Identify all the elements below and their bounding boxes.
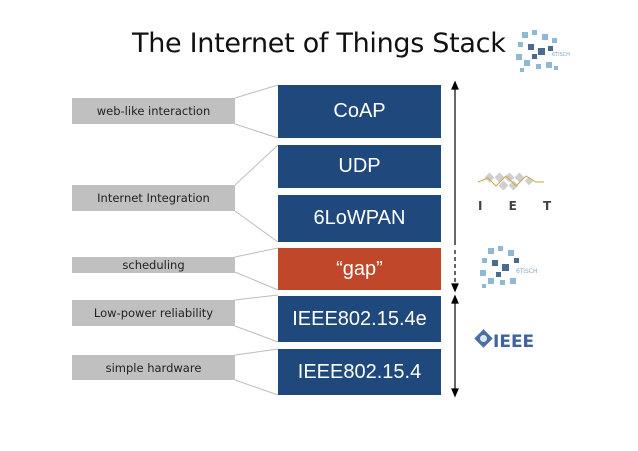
6tisch-logo-icon: 6TiSCH: [516, 30, 570, 72]
ietf-logo-icon: I E T F: [477, 172, 552, 213]
layer-ieee802154: IEEE802.15.4: [278, 349, 441, 395]
label-web-like-interaction: web-like interaction: [72, 98, 235, 124]
layer-ieee802154e: IEEE802.15.4e: [278, 296, 441, 342]
layer-coap: CoAP: [278, 85, 441, 138]
label-low-power-reliability: Low-power reliability: [72, 300, 235, 326]
svg-text:IEEE: IEEE: [493, 332, 534, 352]
label-simple-hardware: simple hardware: [72, 355, 235, 380]
svg-text:6TiSCH: 6TiSCH: [552, 52, 570, 58]
svg-text:I E T F: I E T F: [478, 199, 552, 213]
layer-gap: “gap”: [278, 248, 441, 290]
label-scheduling: scheduling: [72, 257, 235, 273]
page-title: The Internet of Things Stack: [132, 28, 506, 59]
svg-text:6TiSCH: 6TiSCH: [516, 268, 537, 275]
layer-udp: UDP: [278, 145, 441, 188]
label-internet-integration: Internet Integration: [72, 185, 235, 211]
6tisch-logo-icon: 6TiSCH: [480, 246, 537, 288]
ieee-logo-icon: IEEE: [474, 329, 534, 352]
layer-6lowpan: 6LoWPAN: [278, 195, 441, 242]
